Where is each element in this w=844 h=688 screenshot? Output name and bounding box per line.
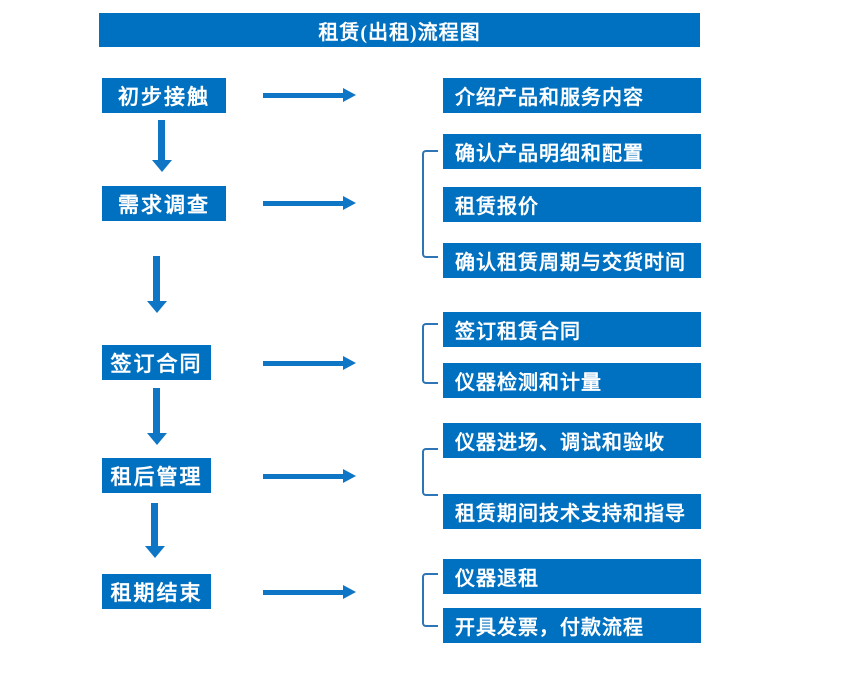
arrow-down-icon-3 [146, 388, 167, 445]
step-box-sign-contract: 签订合同 [102, 345, 211, 380]
output-box-confirm-details: 确认产品明细和配置 [443, 134, 701, 169]
step-box-post-rental-management: 租后管理 [102, 458, 211, 493]
arrow-right-icon-3 [263, 356, 356, 370]
group-bracket-icon-2 [422, 323, 438, 384]
output-box-rental-quote: 租赁报价 [443, 187, 701, 222]
arrow-right-icon-4 [263, 469, 356, 483]
output-box-instrument-testing: 仪器检测和计量 [443, 363, 701, 398]
output-box-instrument-return: 仪器退租 [443, 559, 701, 594]
page-title: 租赁(出租)流程图 [318, 21, 481, 44]
title-bar: 租赁(出租)流程图 [99, 13, 700, 47]
output-box-sign-rental-contract: 签订租赁合同 [443, 312, 701, 347]
arrow-right-icon-1 [263, 88, 356, 102]
arrow-down-icon-2 [146, 256, 167, 313]
group-bracket-icon-4 [422, 573, 438, 627]
output-box-intro-products: 介绍产品和服务内容 [443, 78, 701, 113]
arrow-right-icon-2 [263, 196, 356, 210]
arrow-right-icon-5 [263, 585, 356, 599]
group-bracket-icon-3 [422, 448, 438, 496]
output-box-tech-support: 租赁期间技术支持和指导 [443, 494, 701, 529]
step-box-lease-end: 租期结束 [102, 574, 211, 609]
step-box-demand-survey: 需求调查 [102, 186, 226, 221]
output-box-instrument-setup: 仪器进场、调试和验收 [443, 423, 701, 458]
arrow-down-icon-1 [151, 120, 172, 172]
step-box-initial-contact: 初步接触 [102, 78, 226, 113]
output-box-invoice-payment: 开具发票，付款流程 [443, 608, 701, 643]
output-box-confirm-period: 确认租赁周期与交货时间 [443, 243, 701, 278]
arrow-down-icon-4 [144, 503, 165, 558]
group-bracket-icon-1 [422, 150, 438, 258]
